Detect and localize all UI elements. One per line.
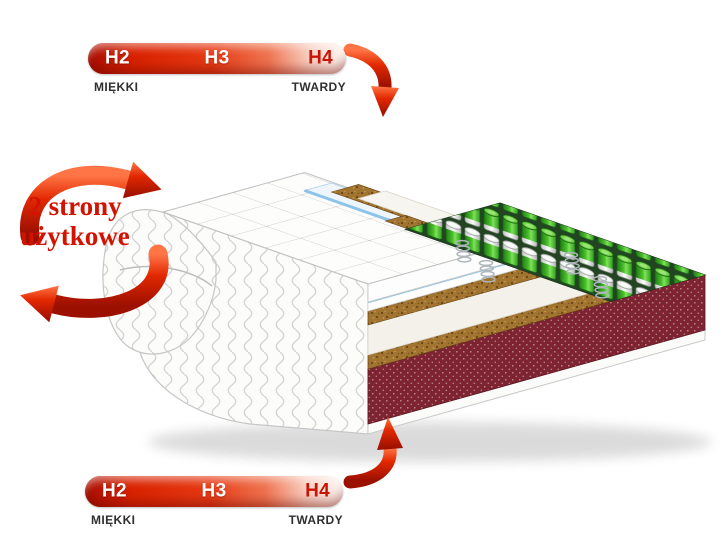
soft-caption: MIĘKKI bbox=[91, 513, 136, 527]
spring-coil-icon bbox=[592, 275, 610, 299]
hardness-captions: MIĘKKI TWARDY bbox=[88, 80, 346, 95]
hardness-label-h4: H4 bbox=[305, 479, 330, 501]
arrow-down-icon bbox=[343, 43, 399, 117]
hardness-label-h3: H3 bbox=[201, 479, 227, 501]
hardness-bar: H2 H3 H4 bbox=[85, 476, 343, 507]
hard-caption: TWARDY bbox=[291, 80, 346, 94]
hardness-label-h3: H3 bbox=[204, 46, 230, 68]
flip-arrow-top-icon bbox=[20, 161, 162, 246]
hardness-scale-bottom: H2 H3 H4 MIĘKKI TWARDY bbox=[85, 476, 343, 528]
flip-arrow-bottom-icon bbox=[20, 244, 169, 323]
hard-caption: TWARDY bbox=[288, 513, 343, 527]
mattress-shadow bbox=[148, 422, 712, 462]
hardness-label-h2: H2 bbox=[102, 479, 127, 501]
hardness-captions: MIĘKKI TWARDY bbox=[85, 513, 343, 528]
arrow-up-icon bbox=[343, 417, 403, 489]
spring-coil-icon bbox=[454, 239, 472, 263]
spring-coil-icon bbox=[478, 259, 496, 283]
pocket-springs-top bbox=[403, 202, 707, 302]
two-sides-label: 2 strony użytkowe bbox=[4, 191, 146, 252]
soft-caption: MIĘKKI bbox=[94, 80, 139, 94]
two-sides-line1: 2 strony bbox=[28, 191, 122, 221]
hardness-label-h2: H2 bbox=[105, 46, 130, 68]
mattress-illustration bbox=[102, 171, 707, 435]
hardness-scale-top: H2 H3 H4 MIĘKKI TWARDY bbox=[88, 43, 346, 95]
hardness-label-h4: H4 bbox=[308, 46, 333, 68]
two-sides-line2: użytkowe bbox=[20, 220, 130, 251]
white-springs-band bbox=[429, 214, 663, 295]
spring-coil-icon bbox=[563, 251, 581, 275]
hardness-bar: H2 H3 H4 bbox=[88, 43, 346, 74]
